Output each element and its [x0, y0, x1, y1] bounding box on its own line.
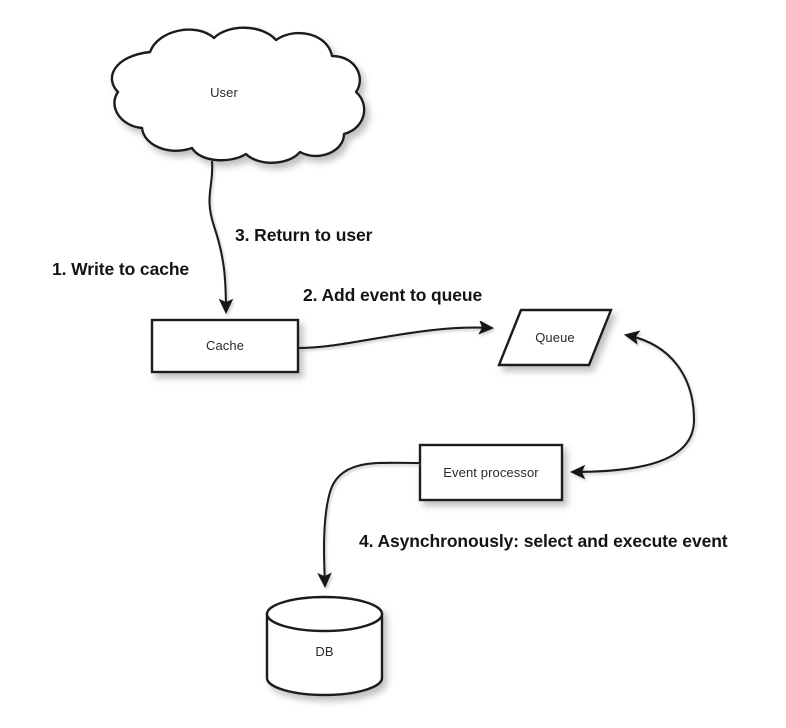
node-db-shape [265, 595, 384, 697]
node-label-db: DB [315, 644, 334, 659]
node-event-processor-shape [418, 443, 564, 502]
edge-user-to-cache [208, 160, 234, 315]
node-user-shape [110, 26, 366, 164]
step-label-4-async-select-execute: 4. Asynchronously: select and execute ev… [359, 531, 728, 551]
node-db[interactable] [267, 597, 382, 695]
node-event-processor[interactable] [420, 445, 562, 500]
node-label-queue: Queue [535, 330, 575, 345]
node-cache[interactable] [152, 320, 298, 372]
edge-cache-to-queue [298, 319, 495, 350]
node-label-cache: Cache [205, 338, 245, 353]
node-label-event-processor: Event processor [443, 465, 539, 480]
step-label-3-return-to-user: 3. Return to user [235, 225, 373, 245]
step-label-2-add-event-to-queue: 2. Add event to queue [303, 285, 483, 305]
node-cache-shape [150, 318, 300, 374]
node-label-user: User [210, 85, 238, 100]
step-label-1-write-to-cache: 1. Write to cache [52, 259, 190, 279]
node-user[interactable] [88, 30, 360, 162]
edge-queue-processor-loop [569, 330, 696, 480]
node-queue[interactable] [499, 310, 611, 365]
edge-processor-to-db [317, 461, 420, 589]
